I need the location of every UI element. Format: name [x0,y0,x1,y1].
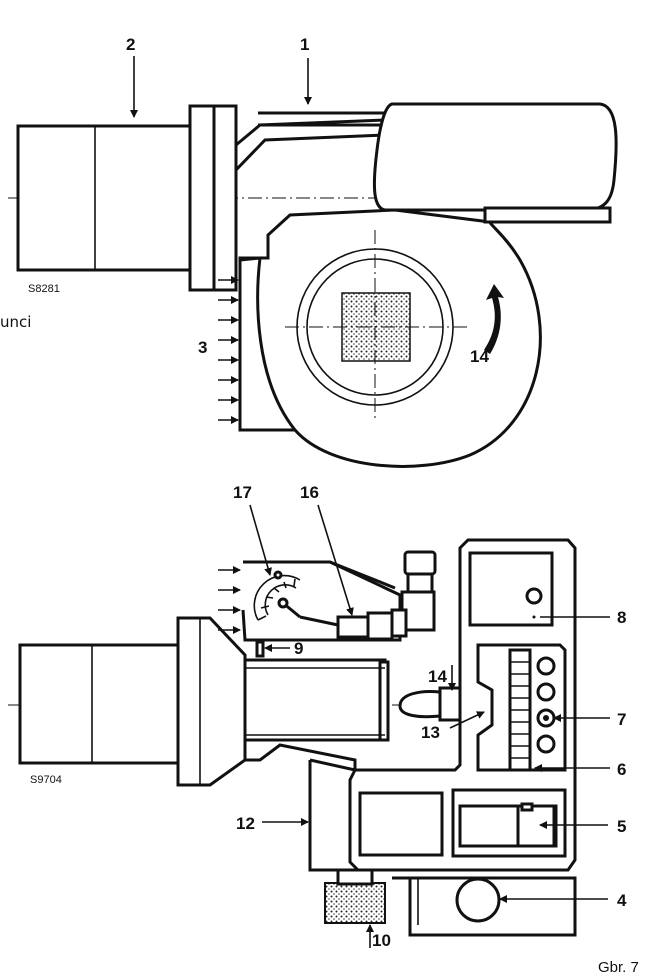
callout-16: 16 [300,483,319,502]
callout-14-bottom: 14 [428,667,447,686]
lower-casing [245,743,357,772]
callout-6: 6 [617,760,626,779]
terminal-strip-divisions [510,661,530,759]
switch-4-icon [536,734,556,754]
capacitor-icon [455,877,501,923]
burner-body-upper [234,118,387,172]
blast-tube [16,124,195,272]
indicator-lamp-icon [525,587,543,605]
callout-2: 2 [126,35,135,54]
callout-5: 5 [617,817,626,836]
oil-pump-connector [336,615,370,639]
bottom-view: 17 16 8 9 14 7 13 6 5 12 4 10 S9704 [8,483,627,950]
callout-4: 4 [617,891,627,910]
indicator-dot-icon [532,615,536,619]
drawing-code-bottom: S9704 [30,774,62,786]
damper-scale-ticks [257,578,296,621]
blast-tube-bottom [18,643,182,765]
casing-diagonal [329,560,396,590]
nozzle [398,690,442,719]
oil-pump-nut [366,611,394,641]
air-intake-arrows [218,276,239,424]
drawing-code-top: S8281 [28,283,60,295]
callout-1: 1 [300,35,309,54]
base-plate [392,876,577,937]
flange [188,104,216,292]
damper-indicator-icon [273,570,283,580]
control-box-lower-left [358,791,444,857]
oil-pump-10 [324,882,386,924]
motor-cover [372,102,618,212]
reset-led [520,802,534,812]
callout-10: 10 [372,931,391,950]
callout-13: 13 [421,723,440,742]
switch-3-dot-icon [543,715,549,721]
callout-17: 17 [233,483,252,502]
leader-17 [249,504,272,576]
combustion-head [243,658,387,742]
callout-7: 7 [617,710,626,729]
damper-scale-arc [253,574,301,621]
damper-scale-inner [264,584,297,616]
callout-9: 9 [294,639,303,658]
callout-8: 8 [617,608,626,627]
flange-bottom [176,616,247,787]
solenoid-port [390,608,408,638]
top-view: 1 2 3 14 S8281 unci [0,35,618,468]
flange-plate [212,104,238,292]
damper-pivot-icon [277,597,289,609]
air-inlet-side [239,256,297,431]
callout-14-top: 14 [470,347,489,366]
leader-13 [449,711,485,729]
oil-line [299,615,339,627]
motor-base [483,206,612,224]
callout-3: 3 [198,338,207,357]
switch-1-icon [536,656,556,676]
leader-16 [317,504,354,616]
reset-button [516,804,556,848]
oil-pump-coupling [336,868,374,886]
switch-2-icon [536,682,556,702]
figure-label: Gbr. 7 [598,959,639,976]
control-box [468,551,554,627]
solenoid-body [406,572,434,594]
combustion-head-ring [378,660,390,742]
air-intake-arrows-bottom [218,566,241,634]
callout-12: 12 [236,814,255,833]
pin-9 [255,640,265,658]
rotation-arrow-icon [484,284,504,354]
solenoid-top [403,550,437,576]
side-text-fragment: unci [0,313,31,331]
